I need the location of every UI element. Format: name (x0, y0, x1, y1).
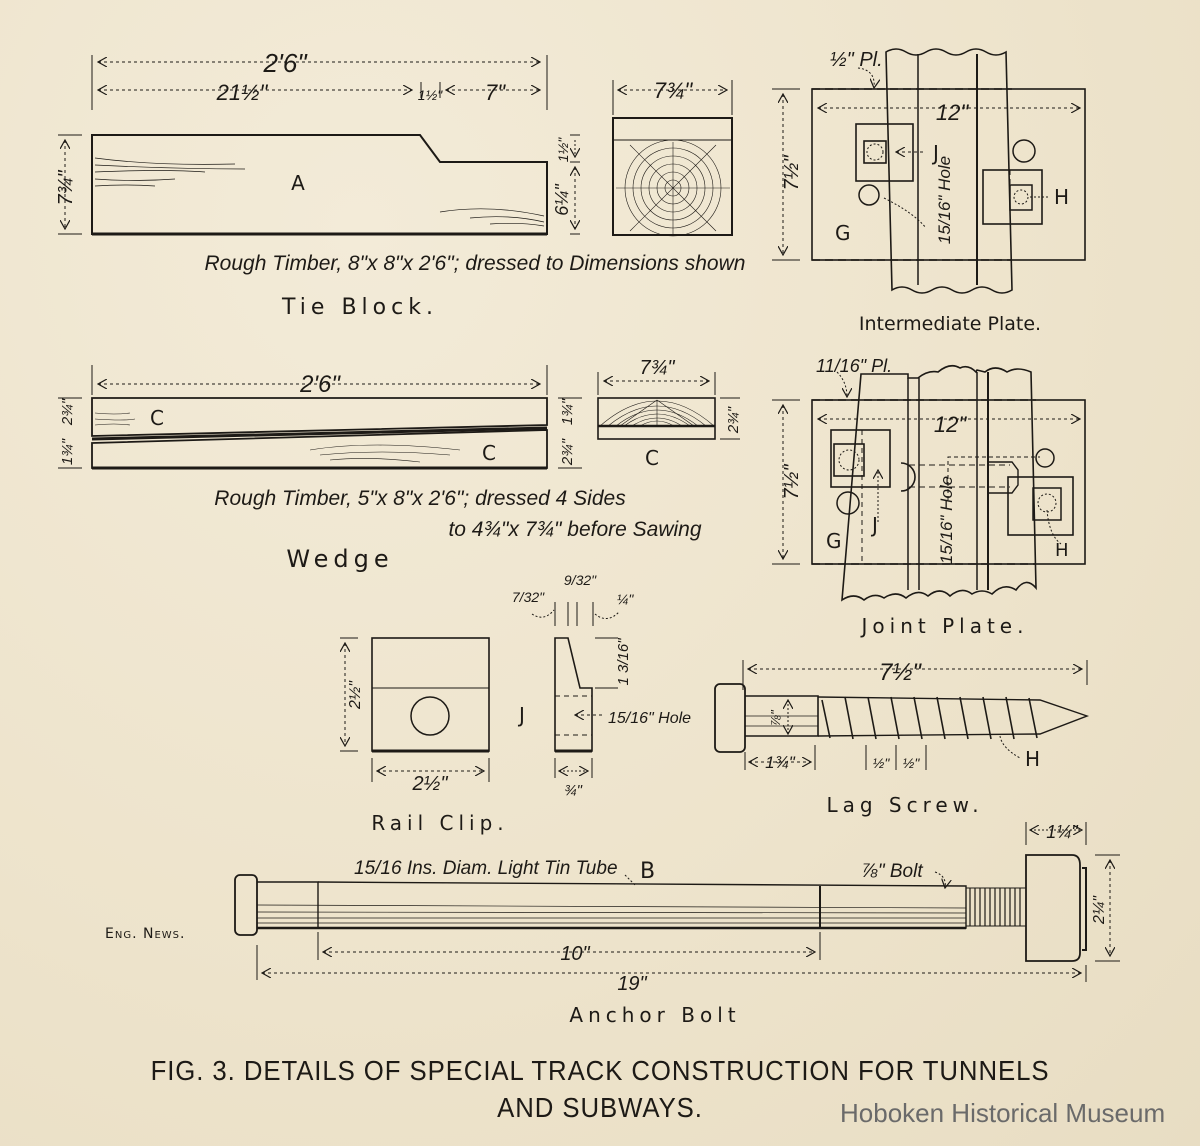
intermediate-plate-label-g: G (835, 221, 851, 245)
lag-screw-length-dim: 7½" (879, 659, 922, 686)
publication-credit: Eng. News. (105, 926, 186, 942)
joint-plate-hole-note: 15/16" Hole (937, 476, 956, 564)
rail-clip-dim-d: 1 3/16" (615, 638, 632, 686)
joint-plate-width-dim: 12" (934, 412, 967, 437)
figure-caption-line1: FIG. 3. DETAILS OF SPECIAL TRACK CONSTRU… (150, 1055, 1050, 1086)
anchor-bolt-tube-note: 15/16 Ins. Diam. Light Tin Tube (354, 858, 618, 879)
anchor-bolt-head-width-dim: 1¼" (1046, 822, 1079, 842)
wedge-left-bot-dim: 1¾" (59, 438, 76, 465)
intermediate-plate-height-dim: 7½" (781, 155, 803, 191)
wedge-title: Wedge (286, 545, 393, 573)
lag-screw-shank-dim: 1¾" (765, 753, 796, 772)
rail-clip-dim-c: ¼" (617, 591, 635, 607)
rail-clip-height-dim: 2½" (347, 680, 364, 710)
part-letter-c-top: C (150, 406, 164, 430)
wedge-note-line1: Rough Timber, 5"x 8"x 2'6"; dressed 4 Si… (214, 487, 626, 510)
anchor-bolt-tube-dim: 10" (560, 943, 590, 965)
anchor-bolt-drawing (234, 822, 1120, 982)
tie-block-end-width-dim: 7¾" (654, 78, 694, 103)
rail-clip-width-dim: 2½" (412, 773, 449, 795)
joint-plate-note: 11/16" Pl. (816, 356, 892, 376)
joint-plate-label-h: H (1055, 540, 1069, 561)
wedge-length-dim: 2'6" (299, 371, 341, 398)
intermediate-plate-width-dim: 12" (936, 100, 969, 125)
part-letter-h: H (1025, 747, 1040, 771)
wedge-end-width-dim: 7¾" (640, 357, 676, 379)
lag-screw-pitch-a: ½" (873, 755, 891, 771)
rail-clip-drawing (340, 602, 620, 782)
part-letter-b: B (640, 859, 655, 884)
tie-block-step-dim: 1½" (555, 137, 571, 162)
tie-block-note: Rough Timber, 8"x 8"x 2'6"; dressed to D… (205, 252, 746, 275)
tie-block-left-dim: 21½" (216, 80, 269, 105)
part-letter-j: J (517, 703, 525, 727)
tie-block-low-dim: 6¼" (552, 183, 572, 216)
lag-screw-title: Lag Screw. (826, 793, 983, 817)
tie-block-overall-dim: 2'6" (262, 48, 308, 78)
wedge-note-line2: to 4¾"x 7¾" before Sawing (448, 518, 701, 541)
wedge-drawing (58, 365, 740, 470)
anchor-bolt-head-height-dim: 2¼" (1091, 895, 1108, 925)
joint-plate-label-j: J (870, 513, 878, 537)
wedge-right-bot-dim: 2¾" (559, 438, 576, 466)
intermediate-plate-label-j: J (931, 141, 939, 165)
museum-watermark: Hoboken Historical Museum (840, 1098, 1166, 1128)
lag-screw-drawing (714, 660, 1090, 770)
intermediate-plate-note: ½" Pl. (830, 49, 883, 71)
lag-screw-pitch-b: ½" (903, 755, 921, 771)
figure-caption-line2: AND SUBWAYS. (497, 1092, 703, 1123)
joint-plate-title: Joint Plate. (860, 614, 1029, 638)
joint-plate-drawing (772, 364, 1086, 602)
intermediate-plate-label-h: H (1054, 185, 1069, 209)
tie-block-drawing (58, 55, 733, 237)
rail-clip-thickness-dim: ¾" (564, 782, 583, 799)
part-letter-c-end: C (645, 446, 659, 470)
part-letter-a: A (291, 171, 305, 195)
rail-clip-dim-a: 7/32" (512, 589, 545, 605)
lag-screw-diameter-dim: ⅞" (768, 709, 783, 726)
intermediate-plate-hole-note: 15/16" Hole (935, 156, 954, 244)
wedge-end-height-dim: 2¾" (725, 406, 742, 434)
part-letter-c-bottom: C (482, 441, 496, 465)
tie-block-title: Tie Block. (281, 295, 438, 320)
tie-block-mid-dim: 1½" (418, 87, 443, 103)
rail-clip-dim-b: 9/32" (564, 572, 597, 588)
wedge-right-top-dim: 1¾" (559, 398, 576, 425)
rail-clip-hole-note: 15/16" Hole (608, 710, 691, 727)
intermediate-plate-drawing (772, 48, 1086, 294)
joint-plate-label-g: G (826, 529, 842, 553)
intermediate-plate-title: Intermediate Plate. (859, 313, 1041, 335)
anchor-bolt-title: Anchor Bolt (569, 1003, 740, 1027)
anchor-bolt-bolt-note: ⅞" Bolt (862, 861, 923, 882)
rail-clip-title: Rail Clip. (371, 811, 508, 835)
joint-plate-height-dim: 7½" (781, 464, 803, 500)
anchor-bolt-overall-dim: 19" (617, 973, 647, 995)
wedge-left-top-dim: 2¾" (59, 398, 76, 426)
tie-block-height-dim: 7¾" (55, 170, 77, 206)
tie-block-right-dim: 7" (485, 80, 506, 105)
